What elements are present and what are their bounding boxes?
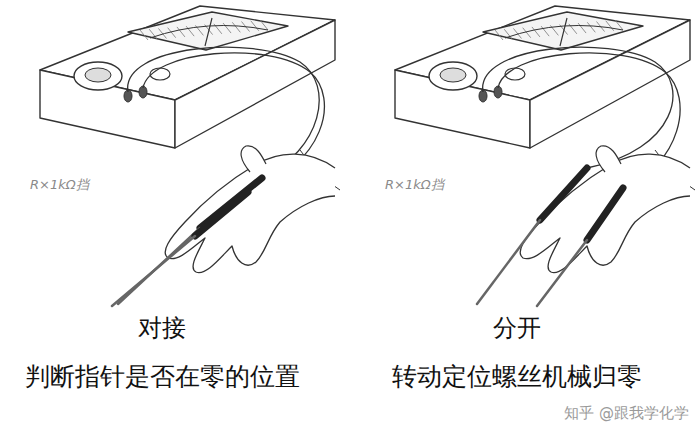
scale-tick	[578, 23, 586, 33]
probe-handle	[587, 188, 623, 240]
probe-tip	[537, 240, 587, 306]
probe-tip	[477, 220, 540, 304]
watermark: 知乎 @跟我学化学	[480, 404, 689, 423]
pointer	[560, 18, 567, 46]
range-label: R×1kΩ挡	[385, 176, 485, 194]
thumb	[596, 146, 621, 172]
meter-panel	[40, 6, 340, 306]
knob-center	[85, 68, 111, 82]
probe-handle	[195, 192, 248, 236]
caption-text: 分开	[417, 312, 617, 344]
dial-scale	[495, 20, 623, 40]
meter-panel	[395, 6, 695, 306]
scale-tick	[532, 27, 540, 37]
caption-text: 判断指针是否在零的位置	[4, 360, 320, 393]
scale-tick	[177, 27, 185, 37]
scale-tick	[495, 30, 503, 40]
probe-wire	[483, 47, 673, 168]
thumb	[241, 146, 266, 172]
caption-text: 转动定位螺丝机械归零	[362, 360, 672, 393]
scale-tick	[606, 21, 614, 31]
scale-tick	[223, 23, 231, 33]
dial-window	[128, 12, 288, 50]
zero-screw	[150, 68, 170, 80]
knob-center	[440, 68, 466, 82]
pointer	[205, 18, 212, 46]
selector-knob	[74, 62, 122, 90]
scale-tick	[251, 21, 259, 31]
scale-tick	[232, 22, 240, 32]
dial-window	[483, 12, 643, 50]
dial-scale	[140, 20, 268, 40]
scale-tick	[140, 30, 148, 40]
scale-tick	[587, 22, 595, 32]
probe-tip	[112, 236, 195, 306]
selector-knob	[429, 62, 477, 90]
probe-handle	[540, 168, 587, 220]
caption-text: 对接	[62, 312, 262, 344]
range-label: R×1kΩ挡	[30, 176, 130, 194]
zero-screw	[505, 68, 525, 80]
